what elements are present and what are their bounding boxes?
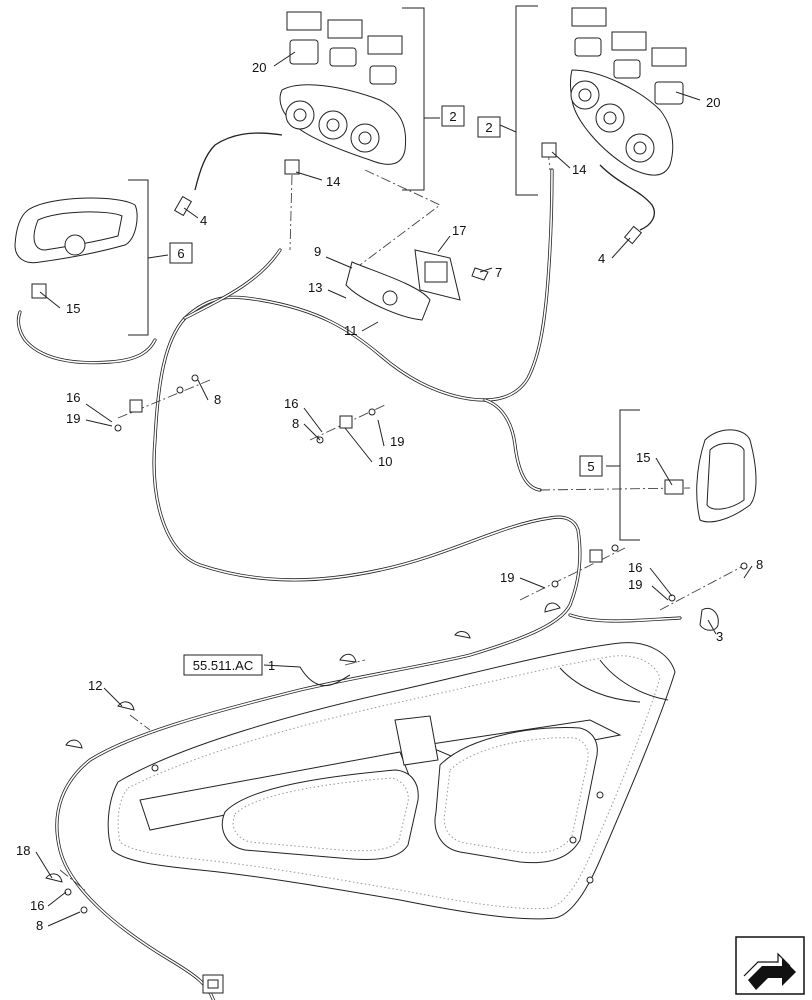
hood-panel	[107, 642, 676, 920]
callout-17: 17	[452, 223, 466, 238]
callout-4: 4	[598, 251, 605, 266]
callout-19: 19	[500, 570, 514, 585]
callout-8: 8	[292, 416, 299, 431]
callout-13: 13	[308, 280, 322, 295]
svg-text:2: 2	[485, 120, 492, 135]
callouts: 20 20 14 14 4 4 17 9 7 13 11 15 15 16 19…	[16, 60, 763, 933]
callout-8: 8	[756, 557, 763, 572]
group-brackets	[128, 5, 640, 541]
headlamp-assembly-right	[541, 7, 687, 245]
group-label-6: 6	[169, 242, 193, 264]
leader-lines	[35, 51, 753, 927]
svg-text:55.511.AC: 55.511.AC	[193, 658, 253, 673]
callout-7: 7	[495, 265, 502, 280]
callout-20: 20	[252, 60, 266, 75]
callout-9: 9	[314, 244, 321, 259]
reference-box[interactable]: 55.511.AC	[183, 654, 263, 676]
callout-8: 8	[36, 918, 43, 933]
headlamp-assembly-left	[173, 11, 407, 217]
callout-8: 8	[214, 392, 221, 407]
callout-14: 14	[572, 162, 586, 177]
callout-1: 1	[268, 658, 275, 673]
callout-16: 16	[628, 560, 642, 575]
group-label-2b: 2	[477, 116, 501, 138]
svg-text:5: 5	[587, 459, 594, 474]
hardware	[45, 374, 748, 914]
next-page-arrow-icon[interactable]	[735, 936, 805, 995]
callout-16: 16	[66, 390, 80, 405]
svg-text:2: 2	[449, 109, 456, 124]
svg-text:6: 6	[177, 246, 184, 261]
callout-19: 19	[66, 411, 80, 426]
callout-16: 16	[30, 898, 44, 913]
callout-3: 3	[716, 629, 723, 644]
center-mount	[345, 249, 489, 321]
callout-15: 15	[636, 450, 650, 465]
group-label-5: 5	[579, 455, 603, 477]
callout-19: 19	[390, 434, 404, 449]
work-light-right	[664, 429, 757, 523]
callout-20: 20	[706, 95, 720, 110]
callout-16: 16	[284, 396, 298, 411]
callout-12: 12	[88, 678, 102, 693]
callout-15: 15	[66, 301, 80, 316]
callout-18: 18	[16, 843, 30, 858]
callout-4: 4	[200, 213, 207, 228]
callout-19: 19	[628, 577, 642, 592]
callout-11: 11	[344, 323, 358, 338]
work-light-left	[14, 197, 138, 299]
callout-14: 14	[326, 174, 340, 189]
group-label-2a: 2	[441, 105, 465, 127]
callout-10: 10	[378, 454, 392, 469]
wiring-harness	[16, 168, 682, 1000]
